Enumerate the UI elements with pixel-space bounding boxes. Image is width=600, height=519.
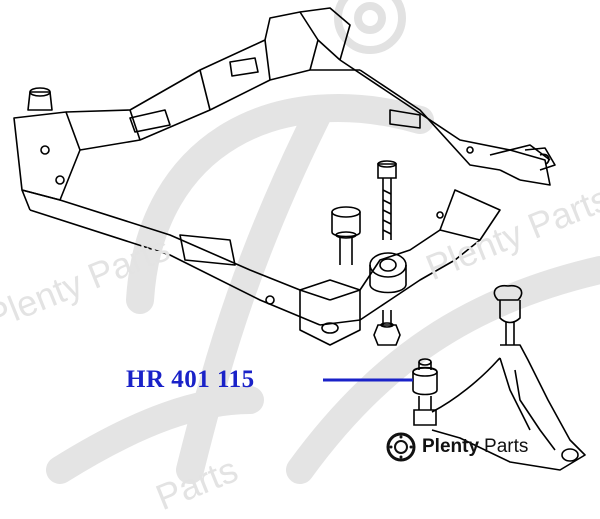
- nut-icon: [373, 310, 401, 346]
- bolt-icon: [377, 160, 397, 240]
- brand-suffix: Parts: [484, 436, 529, 457]
- subframe-icon: [13, 7, 556, 346]
- control-arm-icon: [431, 284, 586, 471]
- watermark-swoosh: [46, 94, 600, 484]
- frame-bushing-mount-icon: [369, 252, 407, 294]
- watermark-disc-logo: [334, 0, 406, 54]
- brake-disc-logo-icon: [386, 432, 416, 462]
- brand-logo: Plenty Parts: [386, 432, 528, 462]
- diagram-canvas: [13, 0, 600, 484]
- part-number-label: HR 401 115: [126, 366, 255, 393]
- lower-bushing-icon: [412, 358, 438, 426]
- upper-bushing-icon: [331, 206, 361, 265]
- brand-name: Plenty: [422, 436, 480, 457]
